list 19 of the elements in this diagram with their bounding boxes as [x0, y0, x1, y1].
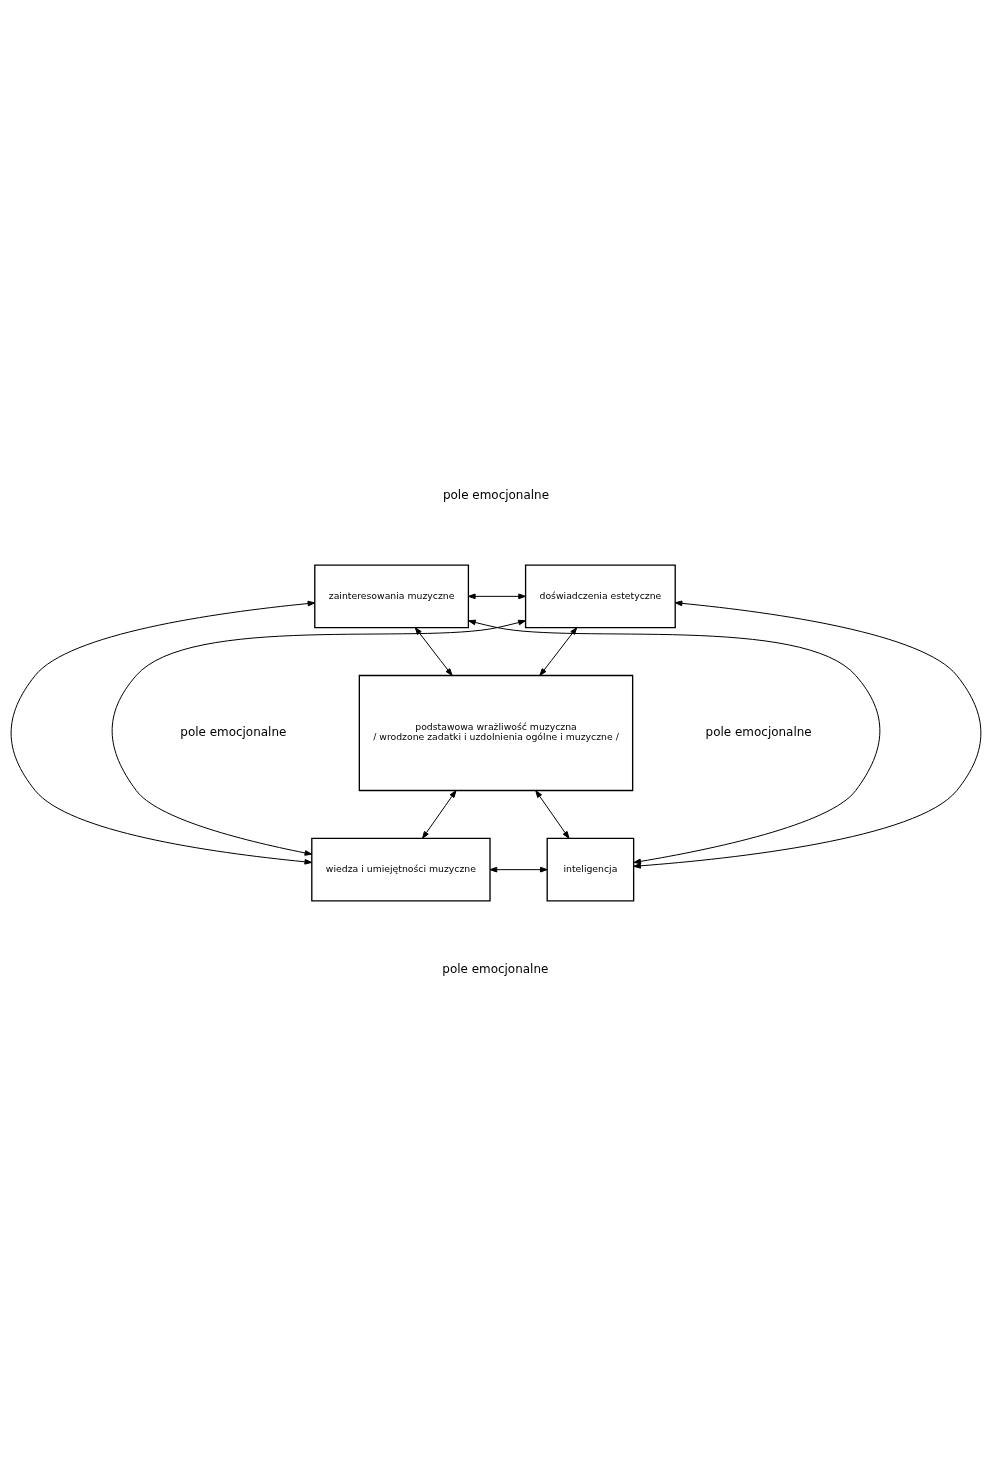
arrow — [468, 619, 881, 864]
arrow — [535, 789, 570, 839]
label: pole emocjonalne — [442, 961, 549, 976]
label: pole emocjonalne — [180, 724, 287, 739]
arrow — [111, 619, 526, 856]
node-box: zainteresowania muzyczne — [314, 563, 470, 628]
node-box: podstawowa wrażliwość muzyczna / wrodzone zadatki i uzdolnienia ogólne i muzyczne / — [358, 674, 634, 791]
arrow — [467, 593, 526, 599]
arrow — [539, 626, 578, 676]
arrow — [422, 789, 457, 839]
arrow — [414, 626, 453, 676]
arrow — [633, 600, 982, 869]
label: pole emocjonalne — [442, 487, 550, 502]
node-box: doświadczenia estetyczne — [524, 563, 676, 628]
arrow — [489, 866, 548, 872]
arrow — [10, 600, 316, 865]
node-box: wiedza i umiejętności muzyczne — [311, 837, 491, 902]
label: pole emocjonalne — [705, 724, 812, 739]
node-box: inteligencja — [546, 837, 635, 902]
